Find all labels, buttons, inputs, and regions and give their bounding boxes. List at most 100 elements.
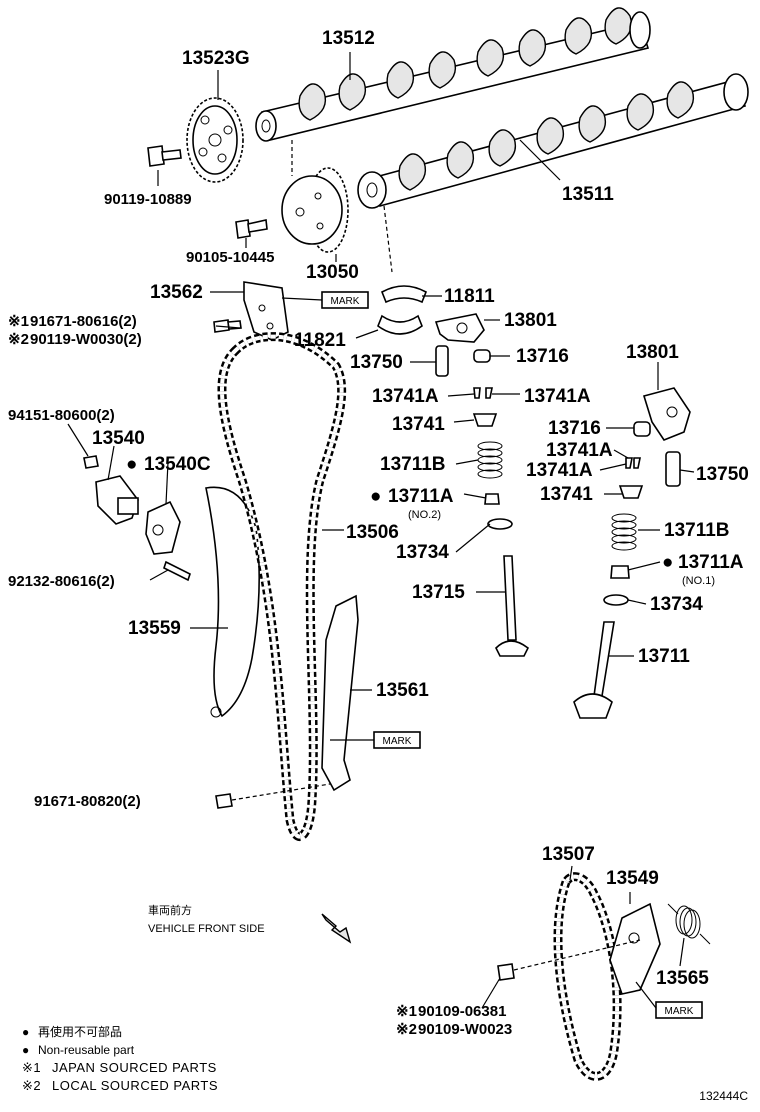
legend-japan-label: JAPAN SOURCED PARTS [52,1060,217,1075]
part-label-13507: 13507 [542,844,595,865]
legend-local-symbol: ※2 [22,1078,41,1093]
alignment-line [383,205,393,273]
part-label-91671-80616: 91671-80616(2) [30,313,137,330]
vehicle-front-jp: 車両前方 [148,903,192,917]
alignment-line [513,939,641,971]
part-label-13506: 13506 [346,522,399,543]
mark-label: MARK [383,736,412,747]
part-label-92132-80616: 92132-80616(2) [8,573,115,590]
spring-seat-13734-upper [487,518,513,530]
part-label-13716-upper: 13716 [516,346,569,367]
legend-dot-1: ● [22,1025,29,1039]
part-label-13523G: 13523G [182,48,250,69]
part-label-13711B-upper: 13711B [380,454,446,475]
part-label-13741A-b1: 13741A [546,440,613,461]
legend-dot-2: ● [22,1043,29,1057]
part-label-13734-upper: 13734 [396,542,449,563]
legend-nonreusable-jp: 再使用不可部品 [38,1024,122,1039]
valve-spring-13711B-right [611,513,637,551]
keeper-13741A-right-1 [625,457,633,469]
part-label-90119-10889: 90119-10889 [104,191,192,208]
part-label-13801-upper: 13801 [504,310,557,331]
part-label-13741-right: 13741 [540,484,593,505]
nonreusable-dot-13711A-right: ● [662,552,673,573]
part-label-13801-right: 13801 [626,342,679,363]
chain-guide-13561 [321,594,359,792]
chain-guide-plate-13562 [243,281,289,341]
part-label-13711A-right: 13711A [678,552,744,573]
oil-pump-chain-13507 [553,872,622,1081]
mark-box-13549: MARK [655,1001,703,1019]
alignment-line [231,783,331,801]
part-label-13561: 13561 [376,680,429,701]
pivot-hole [628,932,640,944]
part-label-13511: 13511 [562,184,614,205]
keeper-13741A-left [473,387,481,399]
japan-symbol-2: ※1 [396,1003,417,1020]
valve-spring-13711B-upper [477,441,503,479]
part-label-13750-right: 13750 [696,464,749,485]
part-label-90119-W0030: 90119-W0030(2) [30,331,142,348]
intake-valve-13711 [573,621,615,719]
part-label-11811: 11811 [444,286,495,307]
part-label-13540: 13540 [92,428,145,449]
valve-seal-13711A-no2 [484,493,500,505]
bearing-11821 [377,314,423,335]
figure-id: 132444C [699,1089,748,1103]
rocker-arm-13801-upper [434,313,485,343]
part-label-13734-right: 13734 [650,594,703,615]
chain-damper-13549 [609,902,661,995]
intake-camshaft-13511 [357,73,749,209]
vehicle-front-arrow [321,913,352,944]
part-label-13741A-left: 13741A [372,386,439,407]
part-label-13565: 13565 [656,968,709,989]
retainer-13741-right [618,485,644,499]
exhaust-valve-13715 [495,555,530,657]
bearing-11811 [380,285,428,304]
legend-nonreusable-en: Non-reusable part [38,1043,135,1057]
part-label-90105-10445: 90105-10445 [186,249,274,266]
pad-13716-right [633,421,651,437]
part-label-94151-80600: 94151-80600(2) [8,407,115,424]
bolt-90119-10889 [147,145,182,167]
part-label-13741A-right: 13741A [524,386,591,407]
stud-92132-80616 [163,560,191,582]
chain-tensioner-13540 [95,475,139,525]
local-symbol-1: ※2 [8,331,29,348]
camshaft-sprocket-13523G [186,97,244,183]
mark-box-13561: MARK [373,731,421,749]
pivot-hole [210,706,222,718]
valve-seal-13711A-no1 [610,565,630,579]
keeper-13741A-right [485,387,493,399]
vehicle-front-en: VEHICLE FRONT SIDE [148,923,265,935]
retainer-13741-upper [472,413,498,427]
part-label-13549: 13549 [606,868,659,889]
leader-lines [67,52,695,1009]
part-label-13741A-b2: 13741A [526,460,593,481]
pad-13716-upper [473,349,491,363]
mark-label: MARK [665,1006,694,1017]
keeper-13741A-right-2 [633,457,641,469]
spring-13565 [667,903,711,945]
gasket-13540C [145,500,181,555]
part-label-13562: 13562 [150,282,203,303]
bolt-91671-80820 [215,793,233,809]
note-no2: (NO.2) [408,509,441,521]
mark-box-13562: MARK [281,291,369,309]
bolt-94151-80600 [83,455,99,469]
cam-timing-gear-13050 [281,167,349,253]
lash-adjuster-13750-right [665,451,681,487]
timing-chain-13506-inner [220,334,344,839]
part-label-13711A-upper: 13711A [388,486,454,507]
bolt-90109 [497,963,515,981]
part-label-91671-80820: 91671-80820(2) [34,793,141,810]
nonreusable-dot-13540C: ● [126,454,137,475]
lash-adjuster-13750-upper [435,345,449,377]
part-label-13050: 13050 [306,262,359,283]
rocker-arm-13801-right [642,387,691,441]
japan-symbol-1: ※1 [8,313,29,330]
mark-label: MARK [331,296,360,307]
note-no1: (NO.1) [682,575,715,587]
legend-japan-symbol: ※1 [22,1060,41,1075]
